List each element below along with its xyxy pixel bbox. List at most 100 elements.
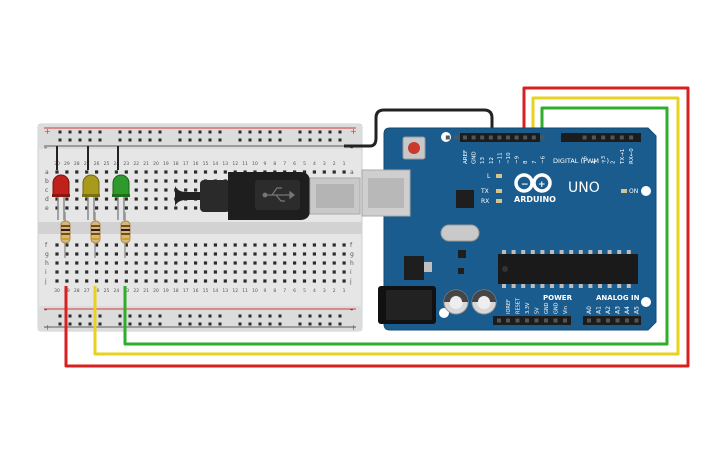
power-rail-hole[interactable] <box>148 322 152 326</box>
power-rail-hole[interactable] <box>298 138 302 142</box>
breadboard-hole[interactable] <box>85 279 89 283</box>
power-rail-hole[interactable] <box>238 138 242 142</box>
power-rail-hole[interactable] <box>158 314 162 318</box>
breadboard-hole[interactable] <box>342 270 346 274</box>
power-rail-hole[interactable] <box>338 130 342 134</box>
analog-pin-socket[interactable] <box>625 318 629 323</box>
power-rail-hole[interactable] <box>318 322 322 326</box>
breadboard-hole[interactable] <box>332 270 336 274</box>
breadboard-hole[interactable] <box>164 279 168 283</box>
breadboard-hole[interactable] <box>233 243 237 247</box>
breadboard-hole[interactable] <box>65 279 69 283</box>
power-rail-hole[interactable] <box>198 322 202 326</box>
breadboard-hole[interactable] <box>154 170 158 174</box>
breadboard-hole[interactable] <box>213 270 217 274</box>
power-rail-hole[interactable] <box>328 314 332 318</box>
breadboard-hole[interactable] <box>134 243 138 247</box>
breadboard-hole[interactable] <box>154 197 158 201</box>
breadboard-hole[interactable] <box>154 188 158 192</box>
breadboard-hole[interactable] <box>124 252 128 256</box>
breadboard-hole[interactable] <box>213 170 217 174</box>
breadboard-hole[interactable] <box>85 261 89 265</box>
breadboard-hole[interactable] <box>55 170 59 174</box>
usb-cable[interactable] <box>175 172 361 220</box>
resistor-2[interactable] <box>90 212 101 258</box>
breadboard-hole[interactable] <box>194 270 198 274</box>
power-rail-hole[interactable] <box>208 314 212 318</box>
breadboard-hole[interactable] <box>144 270 148 274</box>
breadboard-hole[interactable] <box>164 252 168 256</box>
digital-pin-socket[interactable] <box>582 135 587 140</box>
breadboard-hole[interactable] <box>65 170 69 174</box>
power-rail-hole[interactable] <box>308 138 312 142</box>
power-rail-hole[interactable] <box>268 138 272 142</box>
breadboard-hole[interactable] <box>184 270 188 274</box>
breadboard-hole[interactable] <box>243 252 247 256</box>
breadboard-hole[interactable] <box>174 179 178 183</box>
power-rail-hole[interactable] <box>218 322 222 326</box>
breadboard-hole[interactable] <box>332 252 336 256</box>
breadboard-hole[interactable] <box>75 252 79 256</box>
breadboard-hole[interactable] <box>134 261 138 265</box>
breadboard-hole[interactable] <box>104 261 109 265</box>
power-rail-hole[interactable] <box>308 322 312 326</box>
power-rail-hole[interactable] <box>238 322 242 326</box>
breadboard-hole[interactable] <box>174 206 178 210</box>
breadboard-hole[interactable] <box>223 170 227 174</box>
power-rail-hole[interactable] <box>128 130 132 134</box>
breadboard-hole[interactable] <box>243 261 247 265</box>
analog-pin-socket[interactable] <box>615 318 620 323</box>
breadboard-hole[interactable] <box>194 261 198 265</box>
breadboard-hole[interactable] <box>134 197 138 201</box>
breadboard-hole[interactable] <box>302 243 307 247</box>
breadboard-hole[interactable] <box>203 261 208 265</box>
reset-button[interactable] <box>402 136 426 160</box>
breadboard-hole[interactable] <box>213 252 217 256</box>
breadboard-hole[interactable] <box>293 261 297 265</box>
breadboard-hole[interactable] <box>174 252 178 256</box>
black-wire[interactable] <box>344 108 494 148</box>
breadboard-hole[interactable] <box>114 270 118 274</box>
breadboard-hole[interactable] <box>164 243 168 247</box>
breadboard-hole[interactable] <box>332 170 336 174</box>
power-rail-hole[interactable] <box>188 322 192 326</box>
analog-pin-socket[interactable] <box>634 318 639 323</box>
breadboard-hole[interactable] <box>104 206 109 210</box>
breadboard-hole[interactable] <box>75 261 79 265</box>
breadboard-hole[interactable] <box>312 279 316 283</box>
power-rail-hole[interactable] <box>218 314 222 318</box>
breadboard-hole[interactable] <box>342 279 346 283</box>
power-rail-hole[interactable] <box>248 138 252 142</box>
power-rail-hole[interactable] <box>318 138 322 142</box>
breadboard-hole[interactable] <box>144 261 148 265</box>
breadboard-hole[interactable] <box>283 279 287 283</box>
power-rail-hole[interactable] <box>208 322 212 326</box>
breadboard-hole[interactable] <box>223 252 227 256</box>
resistor-1[interactable] <box>60 212 71 258</box>
breadboard-hole[interactable] <box>164 206 168 210</box>
power-rail-hole[interactable] <box>178 130 182 134</box>
power-rail-hole[interactable] <box>138 322 142 326</box>
power-rail-hole[interactable] <box>188 138 192 142</box>
breadboard-hole[interactable] <box>114 170 118 174</box>
breadboard-hole[interactable] <box>253 261 257 265</box>
breadboard-hole[interactable] <box>154 179 158 183</box>
arduino-uno-board[interactable]: L TX RX ON − + ARDUINO UNO DIGITAL (PWM … <box>361 127 657 331</box>
breadboard-hole[interactable] <box>75 279 79 283</box>
yellow-led[interactable] <box>82 174 100 220</box>
breadboard-hole[interactable] <box>65 270 69 274</box>
breadboard-hole[interactable] <box>322 170 326 174</box>
power-rail-hole[interactable] <box>268 314 272 318</box>
breadboard-hole[interactable] <box>104 252 109 256</box>
power-pin-socket[interactable] <box>544 318 548 323</box>
breadboard-hole[interactable] <box>134 170 138 174</box>
breadboard-hole[interactable] <box>55 197 59 201</box>
power-rail-hole[interactable] <box>148 314 152 318</box>
breadboard-hole[interactable] <box>223 270 227 274</box>
breadboard-hole[interactable] <box>124 279 128 283</box>
breadboard-hole[interactable] <box>144 188 148 192</box>
digital-pin-socket[interactable] <box>445 135 450 140</box>
breadboard-hole[interactable] <box>144 243 148 247</box>
breadboard-hole[interactable] <box>203 170 208 174</box>
breadboard-hole[interactable] <box>95 261 99 265</box>
